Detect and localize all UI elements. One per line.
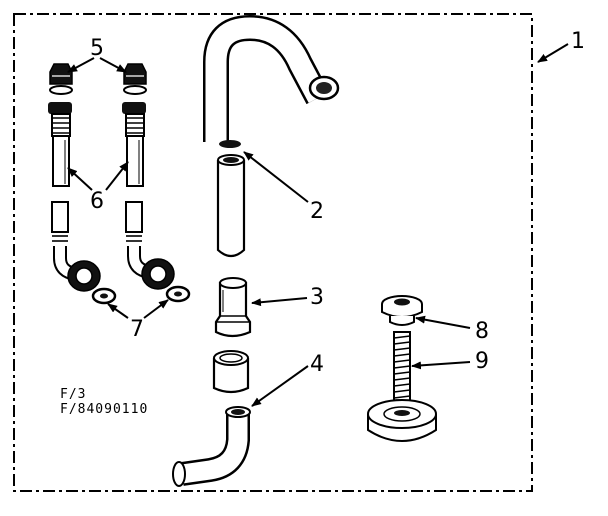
callout-1: 1: [571, 29, 585, 54]
callout-2: 2: [310, 199, 324, 224]
part-5-nut-left: [49, 63, 73, 95]
leader-9: [411, 361, 471, 370]
callout-8: 8: [475, 319, 489, 344]
leader-7b: [143, 299, 169, 319]
leader-4: [251, 365, 309, 407]
leader-5b: [99, 57, 127, 73]
leader-3: [251, 297, 308, 307]
callout-9: 9: [475, 349, 489, 374]
leader-6a: [67, 167, 93, 191]
part-6-tube-right: [122, 102, 146, 187]
leader-1: [537, 43, 569, 63]
part-4-sleeve: [212, 350, 250, 394]
part-6-tube-left: [48, 102, 72, 187]
part-code-line-1: F/3: [60, 387, 86, 402]
callout-3: 3: [310, 285, 324, 310]
part-7-tube-left: [51, 201, 101, 292]
part-7-tube-right: [125, 201, 175, 290]
part-7-washer-left: [91, 287, 117, 305]
part-2-straight-tube: [216, 154, 246, 258]
leader-5a: [67, 57, 95, 73]
part-8-grommet: [381, 295, 423, 326]
kit-border: [13, 13, 533, 492]
callout-4: 4: [310, 352, 324, 377]
part-2-j-tube: [203, 14, 340, 148]
leader-2: [243, 151, 309, 203]
leader-7a: [107, 303, 129, 319]
callout-7: 7: [130, 317, 144, 342]
part-5-nut-right: [123, 63, 147, 95]
leader-6b: [105, 161, 129, 191]
callout-6: 6: [90, 189, 104, 214]
part-4-elbow: [172, 406, 251, 487]
part-code-line-2: F/84090110: [60, 402, 148, 417]
callout-5: 5: [90, 36, 104, 61]
part-7-washer-right: [165, 285, 191, 303]
part-3-coupling: [214, 277, 252, 338]
part-9-leveling-leg: [367, 331, 437, 442]
leader-8: [415, 315, 471, 329]
